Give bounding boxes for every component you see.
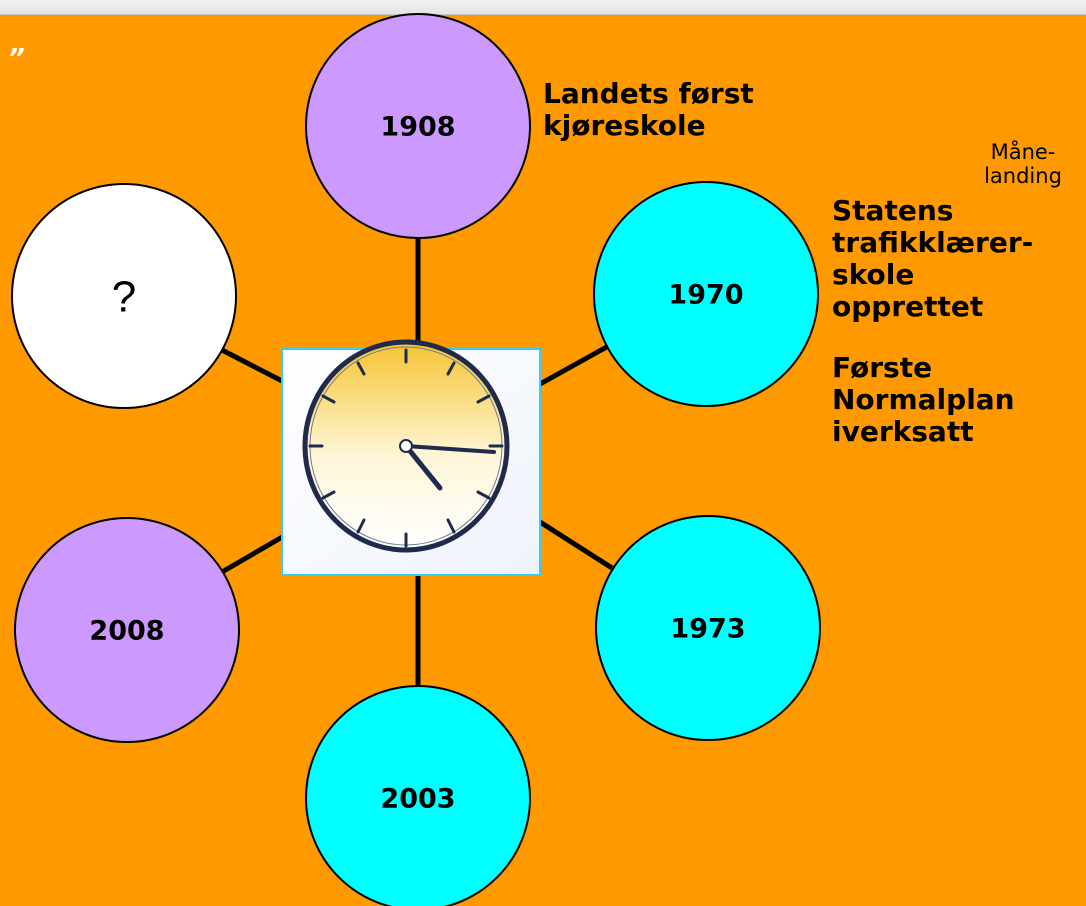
node-label-1908: 1908	[380, 112, 455, 143]
node-2008: 2008	[14, 517, 240, 743]
node-question: ?	[11, 183, 237, 409]
node-label-question: ?	[112, 273, 136, 322]
window-top-bar	[0, 0, 1086, 15]
moon-note-line1: Måne-	[990, 140, 1056, 164]
caption-1970-line4: opprettet	[832, 290, 984, 323]
node-label-1973: 1973	[670, 614, 745, 645]
clock-icon	[302, 339, 510, 553]
caption-1908: Landets først kjøreskole	[543, 78, 754, 142]
caption-1970: Statens trafikklærer- skole opprettet	[832, 195, 1033, 323]
node-1973: 1973	[595, 515, 821, 741]
spokes	[220, 230, 614, 690]
node-label-1970: 1970	[668, 280, 743, 311]
caption-normalplan-line3: iverksatt	[832, 415, 974, 448]
caption-normalplan: Første Normalplan iverksatt	[832, 352, 1015, 448]
clock-box	[281, 339, 541, 576]
node-1908: 1908	[305, 13, 531, 239]
node-2003: 2003	[305, 685, 531, 906]
moon-landing-note: Måne- landing	[968, 140, 1078, 188]
caption-1908-line1: Landets først	[543, 77, 754, 110]
node-label-2008: 2008	[89, 616, 164, 647]
spoke-1973	[538, 519, 614, 571]
caption-1908-line2: kjøreskole	[543, 109, 706, 142]
spoke-1970	[538, 341, 614, 387]
caption-1970-line1: Statens	[832, 194, 954, 227]
moon-note-line2: landing	[984, 164, 1062, 188]
node-label-2003: 2003	[380, 784, 455, 815]
caption-normalplan-line1: Første	[832, 351, 933, 384]
caption-normalplan-line2: Normalplan	[832, 383, 1015, 416]
spoke-question	[220, 347, 286, 385]
spoke-2008	[220, 533, 286, 575]
caption-1970-line3: skole	[832, 258, 915, 291]
quote-mark: ”	[8, 44, 25, 74]
caption-1970-line2: trafikklærer-	[832, 226, 1034, 259]
node-1970: 1970	[593, 181, 819, 407]
